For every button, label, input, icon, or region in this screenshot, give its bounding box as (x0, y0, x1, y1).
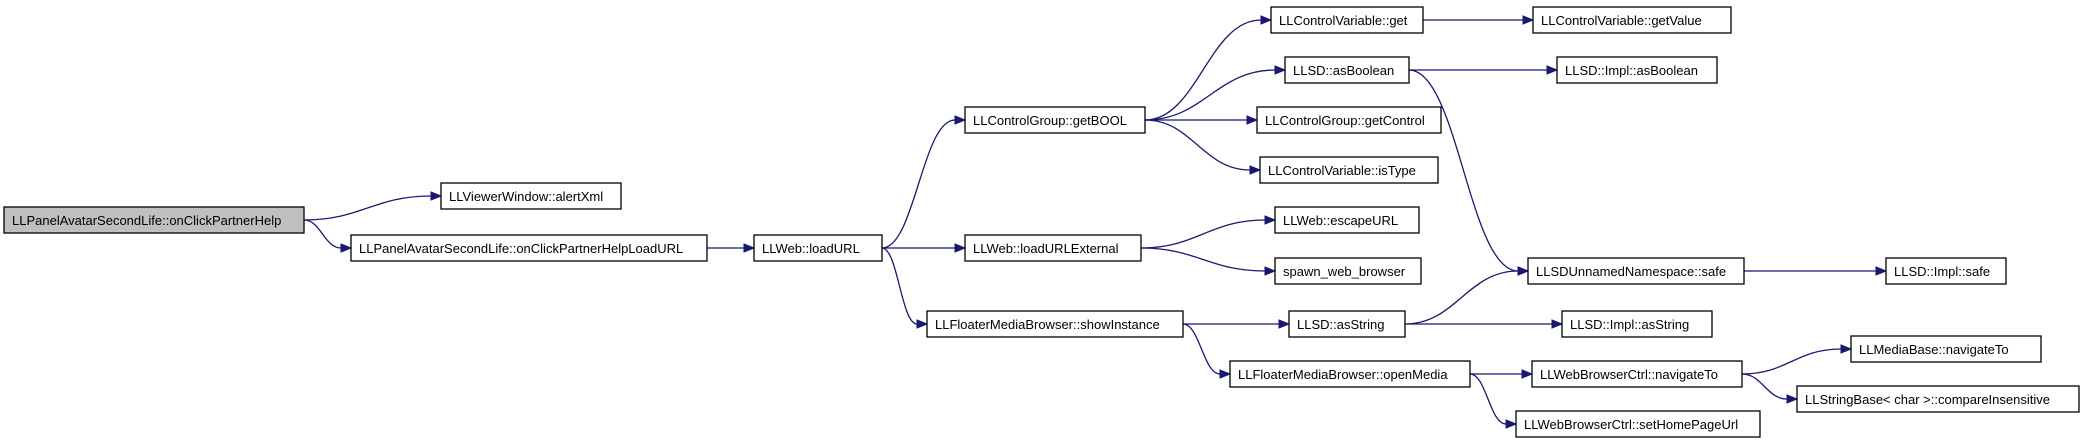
node-compareinsensitive[interactable]: LLStringBase< char >::compareInsensitive (1796, 385, 2080, 413)
arrow-head-icon (1875, 266, 1888, 276)
node-label: LLControlGroup::getBOOL (973, 113, 1127, 128)
arrow-head-icon (340, 243, 353, 253)
node-label: LLSDUnnamedNamespace::safe (1536, 264, 1726, 279)
arrow-head-icon (743, 243, 756, 253)
node-sethomepageurl[interactable]: LLWebBrowserCtrl::setHomePageUrl (1515, 410, 1761, 438)
call-edge (1408, 69, 1519, 272)
node-label: LLSD::Impl::asString (1570, 317, 1689, 332)
node-label: LLPanelAvatarSecondLife::onClickPartnerH… (359, 241, 683, 256)
arrow-head-icon (1517, 266, 1530, 276)
arrow-head-icon (954, 115, 967, 125)
arrow-head-icon (1219, 369, 1232, 379)
node-label: LLSD::Impl::asBoolean (1565, 63, 1698, 78)
arrow-head-icon (1278, 319, 1291, 329)
node-getvalue[interactable]: LLControlVariable::getValue (1532, 6, 1732, 34)
arrow-head-icon (1260, 15, 1273, 25)
node-alertxml[interactable]: LLViewerWindow::alertXml (440, 182, 622, 210)
node-impl-asboolean[interactable]: LLSD::Impl::asBoolean (1556, 56, 1718, 84)
call-edge (1140, 247, 1266, 272)
node-spawn-web-browser[interactable]: spawn_web_browser (1274, 257, 1422, 285)
node-label: LLWeb::escapeURL (1283, 213, 1398, 228)
node-openmedia[interactable]: LLFloaterMediaBrowser::openMedia (1229, 360, 1471, 388)
arrow-head-icon (1521, 369, 1534, 379)
node-label: spawn_web_browser (1283, 264, 1406, 279)
node-label: LLSD::Impl::safe (1894, 264, 1990, 279)
node-loadurlexternal[interactable]: LLWeb::loadURLExternal (964, 234, 1142, 262)
call-edge (1144, 19, 1262, 121)
arrow-head-icon (954, 243, 967, 253)
node-label: LLControlVariable::isType (1268, 163, 1416, 178)
call-edge (1469, 373, 1507, 425)
call-edge (303, 219, 342, 249)
call-edge (1182, 323, 1221, 375)
node-webbrowserctrl-navigateto[interactable]: LLWebBrowserCtrl::navigateTo (1531, 360, 1743, 388)
node-label: LLMediaBase::navigateTo (1859, 342, 2009, 357)
call-edge (1140, 219, 1266, 249)
call-edge (303, 195, 432, 221)
node-unnamed-safe[interactable]: LLSDUnnamedNamespace::safe (1527, 257, 1745, 285)
node-label: LLControlVariable::getValue (1541, 13, 1702, 28)
node-impl-safe[interactable]: LLSD::Impl::safe (1885, 257, 2007, 285)
node-showinstance[interactable]: LLFloaterMediaBrowser::showInstance (926, 310, 1184, 338)
node-label: LLControlGroup::getControl (1265, 113, 1425, 128)
arrow-head-icon (1840, 344, 1853, 354)
arrow-head-icon (1551, 319, 1564, 329)
node-label: LLSD::asBoolean (1293, 63, 1394, 78)
node-impl-asstring[interactable]: LLSD::Impl::asString (1561, 310, 1713, 338)
arrow-head-icon (1522, 15, 1535, 25)
arrow-head-icon (1264, 215, 1277, 225)
call-edge (1144, 69, 1276, 121)
call-edge (881, 247, 918, 325)
arrow-head-icon (1505, 419, 1518, 429)
call-edge (881, 119, 956, 249)
arrow-head-icon (1264, 266, 1277, 276)
node-mediabase-navigateto[interactable]: LLMediaBase::navigateTo (1850, 335, 2042, 363)
node-asboolean[interactable]: LLSD::asBoolean (1284, 56, 1410, 84)
arrow-head-icon (1786, 394, 1799, 404)
node-asstring[interactable]: LLSD::asString (1288, 310, 1406, 338)
node-label: LLWeb::loadURL (762, 241, 860, 256)
node-istype[interactable]: LLControlVariable::isType (1259, 156, 1439, 184)
call-edge (1741, 373, 1788, 400)
node-loadurl[interactable]: LLWeb::loadURL (753, 234, 883, 262)
arrow-head-icon (1246, 115, 1259, 125)
arrow-head-icon (430, 191, 443, 201)
call-edge (1144, 119, 1251, 171)
node-label: LLStringBase< char >::compareInsensitive (1805, 392, 2050, 407)
node-label: LLFloaterMediaBrowser::showInstance (935, 317, 1160, 332)
node-escapeurl[interactable]: LLWeb::escapeURL (1274, 206, 1420, 234)
node-label: LLFloaterMediaBrowser::openMedia (1238, 367, 1448, 382)
node-label: LLWebBrowserCtrl::navigateTo (1540, 367, 1718, 382)
node-getbool[interactable]: LLControlGroup::getBOOL (964, 106, 1146, 134)
node-label: LLPanelAvatarSecondLife::onClickPartnerH… (12, 213, 281, 228)
node-label: LLViewerWindow::alertXml (449, 189, 603, 204)
arrow-head-icon (1546, 65, 1559, 75)
node-label: LLWebBrowserCtrl::setHomePageUrl (1524, 417, 1738, 432)
call-edge (1404, 270, 1519, 325)
arrow-head-icon (1249, 165, 1262, 175)
node-label: LLWeb::loadURLExternal (973, 241, 1119, 256)
arrow-head-icon (916, 319, 929, 329)
node-getcontrol[interactable]: LLControlGroup::getControl (1256, 106, 1442, 134)
node-label: LLControlVariable::get (1279, 13, 1408, 28)
call-edge (1741, 348, 1842, 375)
arrow-head-icon (1274, 65, 1287, 75)
node-label: LLSD::asString (1297, 317, 1384, 332)
node-onclickpartnerhelp[interactable]: LLPanelAvatarSecondLife::onClickPartnerH… (3, 206, 305, 234)
node-controlvariable-get[interactable]: LLControlVariable::get (1270, 6, 1424, 34)
node-onclickpartnerhelploadurl[interactable]: LLPanelAvatarSecondLife::onClickPartnerH… (350, 234, 708, 262)
